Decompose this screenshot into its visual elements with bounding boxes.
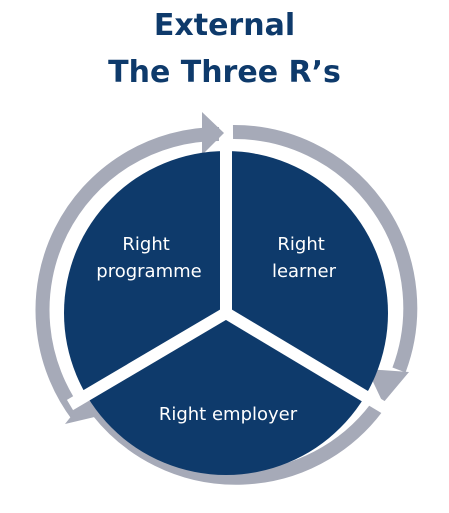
divider-bottom-left <box>66 307 230 411</box>
diagram-title-line-1: External <box>153 8 296 43</box>
segment-label-programme-line-2: programme <box>96 261 201 282</box>
segment-label-employer: Right employer <box>159 404 298 425</box>
arrow-head-top <box>202 112 224 155</box>
ring-arc-right <box>232 124 418 373</box>
segment-label-learner-line-1: Right <box>277 234 324 255</box>
divider-bottom-right <box>222 307 392 416</box>
segment-label-programme: Right programme <box>96 234 201 282</box>
segment-dividers <box>66 140 392 416</box>
segment-label-learner: Right learner <box>272 234 337 282</box>
segment-label-learner-line-2: learner <box>272 261 337 282</box>
segment-label-programme-line-1: Right <box>122 234 169 255</box>
segment-label-employer-line-1: Right employer <box>159 404 298 425</box>
ring-arc-left <box>35 126 220 421</box>
diagram-title-line-2: The Three R’s <box>108 55 341 90</box>
arrow-head-right <box>367 369 409 403</box>
